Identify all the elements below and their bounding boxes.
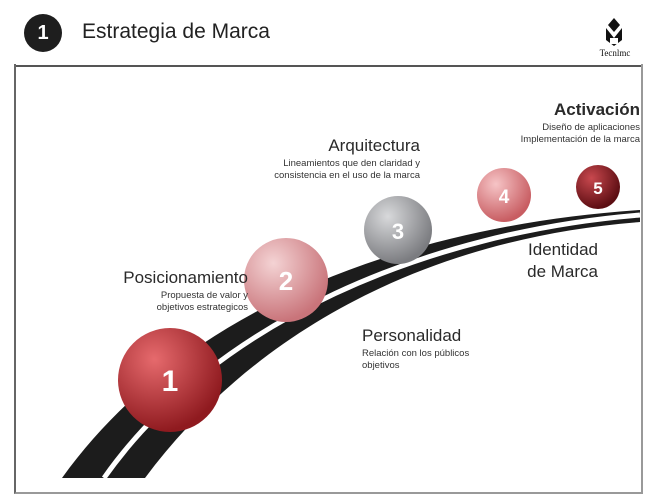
step-number-5: 5	[593, 179, 602, 198]
label-personalidad-title: Personalidad	[362, 326, 462, 345]
label-posicionamiento-title: Posicionamiento	[123, 268, 248, 287]
step-ball-4	[477, 168, 531, 222]
step-ball-2	[244, 238, 328, 322]
label-arquitectura-desc-2: consistencia en el uso de la marca	[274, 170, 420, 181]
step-number-3: 3	[392, 219, 404, 244]
content-frame	[14, 64, 643, 494]
label-activacion-title: Activación	[554, 100, 640, 119]
label-posicionamiento-desc-2: objetivos estrategicos	[156, 302, 248, 313]
step-number-2: 2	[279, 266, 293, 296]
label-activacion-desc-1: Diseño de aplicaciones	[542, 122, 640, 133]
label-activacion-desc-2: Implementación de la marca	[520, 134, 640, 145]
slide-title: Estrategia de Marca	[82, 20, 270, 43]
step-number-4: 4	[499, 187, 510, 208]
label-personalidad-desc-2: objetivos	[362, 360, 400, 371]
step-number-1: 1	[162, 365, 179, 398]
section-number-badge: 1	[24, 14, 62, 52]
step-ball-3	[364, 196, 432, 264]
step-ball-5	[576, 165, 620, 209]
brand-logo-text: Tecnlmc	[599, 48, 631, 58]
slide-header	[14, 10, 641, 67]
label-posicionamiento-desc-1: Propuesta de valor y	[160, 290, 248, 301]
label-arquitectura-desc-1: Lineamientos que den claridad y	[283, 158, 420, 169]
step-ball-1	[118, 328, 222, 432]
road-band	[62, 210, 640, 478]
label-arquitectura-title: Arquitectura	[328, 136, 420, 155]
label-identidad-title-1: Identidad	[528, 240, 598, 259]
label-identidad-title-2: de Marca	[527, 262, 598, 281]
brand-logo-icon	[606, 18, 622, 46]
label-personalidad-desc-1: Relación con los públicos	[362, 348, 470, 359]
